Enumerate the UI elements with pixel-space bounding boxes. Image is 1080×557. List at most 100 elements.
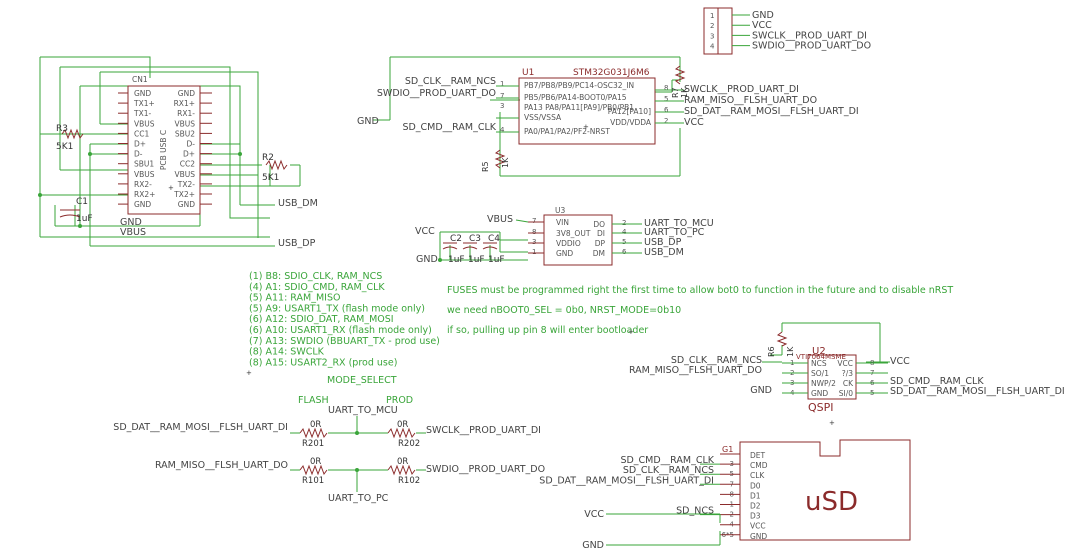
u1-left-pin-name: VSS/VSSA (524, 113, 562, 122)
header-pin-number: 2 (710, 22, 714, 30)
r102-net: SWDIO__PROD_UART_DO (426, 464, 545, 475)
usd-pin-name: VCC (750, 522, 766, 531)
u3-right-pin-name: DI (597, 229, 605, 238)
usd-ref: G1 (722, 445, 733, 454)
fuse-note-line: we need nBOOT0_SEL = 0b0, NRST_MODE=0b10 (447, 305, 681, 316)
r201-net: SD_DAT__RAM_MOSI__FLSH_UART_DI (113, 422, 288, 433)
usd-net-label: SD_CMD__RAM_CLK (620, 455, 714, 466)
pin-note-line: (8) A15: USART2_RX (prod use) (249, 357, 397, 368)
u1-right-pin-name: VDD/VDDA (610, 118, 652, 127)
u1-right-pin-number: 2 (664, 117, 668, 125)
u3-vin-net-label: VBUS (487, 214, 513, 225)
marker-cross: + (583, 123, 589, 131)
cn1-right-pin: TX2- (177, 180, 195, 189)
c2-value: 1uF (448, 255, 465, 265)
fuse-note-line: if so, pulling up pin 8 will enter bootl… (447, 325, 648, 336)
pin-note-line: (1) B8: SDIO_CLK, RAM_NCS (249, 271, 382, 282)
u1-left-pin-name: PB5/PB6/PA14-BOOT0/PA15 (524, 93, 627, 102)
r201-ref: R201 (302, 439, 324, 449)
u3-right-pin-number: 6 (622, 248, 627, 256)
u1-right-pin-number: 8 (664, 84, 668, 92)
cn1-right-pin: SBU2 (175, 129, 195, 138)
u3-right-pin-name: DO (593, 220, 605, 229)
usd-pin-name: D2 (750, 502, 761, 511)
c1-ref: C1 (76, 197, 88, 207)
u2-left-pin-name: NCS (811, 359, 827, 368)
cn1-right-pin: D+ (183, 150, 195, 159)
pin-note-line: (7) A13: SWDIO (BBUART_TX - prod use) (249, 336, 440, 347)
cn1-left-pin: SBU1 (134, 160, 154, 169)
cn1-right-pin: CC2 (180, 160, 195, 169)
r5-resistor (494, 149, 506, 169)
usd-gnd-net-label: GND (582, 540, 604, 551)
u3-right-pin-name: DP (595, 239, 606, 248)
cn1-left-pin: VBUS (134, 119, 155, 128)
u1-section: U1 STM32G031J6M6 PB7/PB8/PB9/PC14-OSC32_… (357, 56, 859, 177)
cn1-left-pin: GND (134, 89, 151, 98)
u2-section: R6 1K U2 VTI7064MSME QSPI NCS1SD_CLK__RA… (629, 322, 1065, 414)
usd-vcc-net-label: VCC (584, 509, 604, 520)
usd-net-label: SD_DAT__RAM_MOSI__FLSH_UART_DI (539, 475, 714, 486)
r101-resistor (299, 464, 328, 476)
u1-ref: U1 (522, 68, 534, 78)
usb-gnd-label: GND (120, 217, 142, 228)
u3-left-pin-name: 3V8_OUT (556, 229, 591, 238)
u1-left-pin-number: 4 (500, 126, 505, 134)
u3-left-pin-number: 8 (532, 228, 536, 236)
u2-ref: U2 (812, 346, 826, 357)
cn1-left-pin: TX1- (133, 109, 151, 118)
r3-ref: R3 (56, 124, 68, 134)
c4-ref: C4 (488, 234, 500, 244)
u3-left-pin-number: 3 (532, 238, 536, 246)
c2-ref: C2 (450, 234, 462, 244)
r7-resistor (674, 65, 686, 85)
r202-resistor (387, 427, 416, 439)
u1-left-net-label: SD_CMD__RAM_CLK (402, 122, 496, 133)
u3-body (543, 214, 613, 266)
r202-ref: R202 (398, 439, 420, 449)
r102-value: 0R (397, 457, 408, 467)
usd-net-label: SD_CLK__RAM_NCS (623, 465, 714, 476)
cn1-right-pin: GND (178, 89, 195, 98)
u3-right-net-label: USB_DP (644, 237, 682, 248)
r2-ref: R2 (262, 153, 274, 163)
r2-value: 5K1 (262, 173, 279, 183)
c1-plate-curved (59, 214, 81, 218)
u1-left-pin-number: 1 (500, 80, 504, 88)
mode-prod-label: PROD (386, 395, 413, 406)
mode-select-title: MODE_SELECT (327, 375, 397, 386)
usb-dm-label: USB_DM (278, 198, 318, 209)
cn1-value: PCB USB C (159, 130, 168, 170)
header-net-label: SWCLK__PROD_UART_DI (752, 30, 867, 41)
cn1-left-pin: RX2- (134, 180, 152, 189)
cn1-left-pin: CC1 (134, 129, 149, 138)
pin-note-line: (4) A1: SDIO_CMD, RAM_CLK (249, 282, 385, 293)
u1-left-net-label: SD_CLK__RAM_NCS (405, 76, 496, 87)
marker-cross: + (829, 419, 835, 427)
u3-right-net-label: UART_TO_PC (644, 227, 705, 238)
r7-value: 1K (680, 87, 689, 98)
u1-value: STM32G031J6M6 (573, 68, 650, 78)
c3-capacitor (462, 242, 478, 250)
u1-right-net-label: SD_DAT__RAM_MOSI__FLSH_UART_DI (684, 106, 859, 117)
u1-left-pin-name: PB7/PB8/PB9/PC14-OSC32_IN (524, 81, 634, 90)
u3-right-pin-number: 2 (622, 219, 626, 227)
cn1-right-pin: RX1- (177, 109, 195, 118)
r101-net: RAM_MISO__FLSH_UART_DO (155, 460, 288, 471)
usd-pin-name: D1 (750, 491, 761, 500)
usb-vbus-label: VBUS (120, 227, 146, 238)
u3-vin-wire (515, 219, 529, 223)
usd-body (739, 439, 911, 541)
u2-right-net-label: SD_DAT__RAM_MOSI__FLSH_UART_DI (890, 386, 1065, 397)
usd-pin-name: D3 (750, 512, 761, 521)
u2-left-pin-name: SO/1 (811, 369, 829, 378)
u2-part: VTI7064MSME (796, 353, 846, 361)
cn1-right-pin: VBUS (174, 119, 195, 128)
pin-note-line: (6) A12: SDIO_DAT, RAM_MOSI (249, 314, 394, 325)
header-pin-number: 3 (710, 32, 714, 40)
u1-right-net-label: RAM_MISO__FLSH_UART_DO (684, 95, 817, 106)
cn1-left-pin: D- (134, 150, 143, 159)
u3-right-pin-number: 5 (622, 238, 626, 246)
pin-note-line: (5) A11: RAM_MISO (249, 293, 340, 304)
